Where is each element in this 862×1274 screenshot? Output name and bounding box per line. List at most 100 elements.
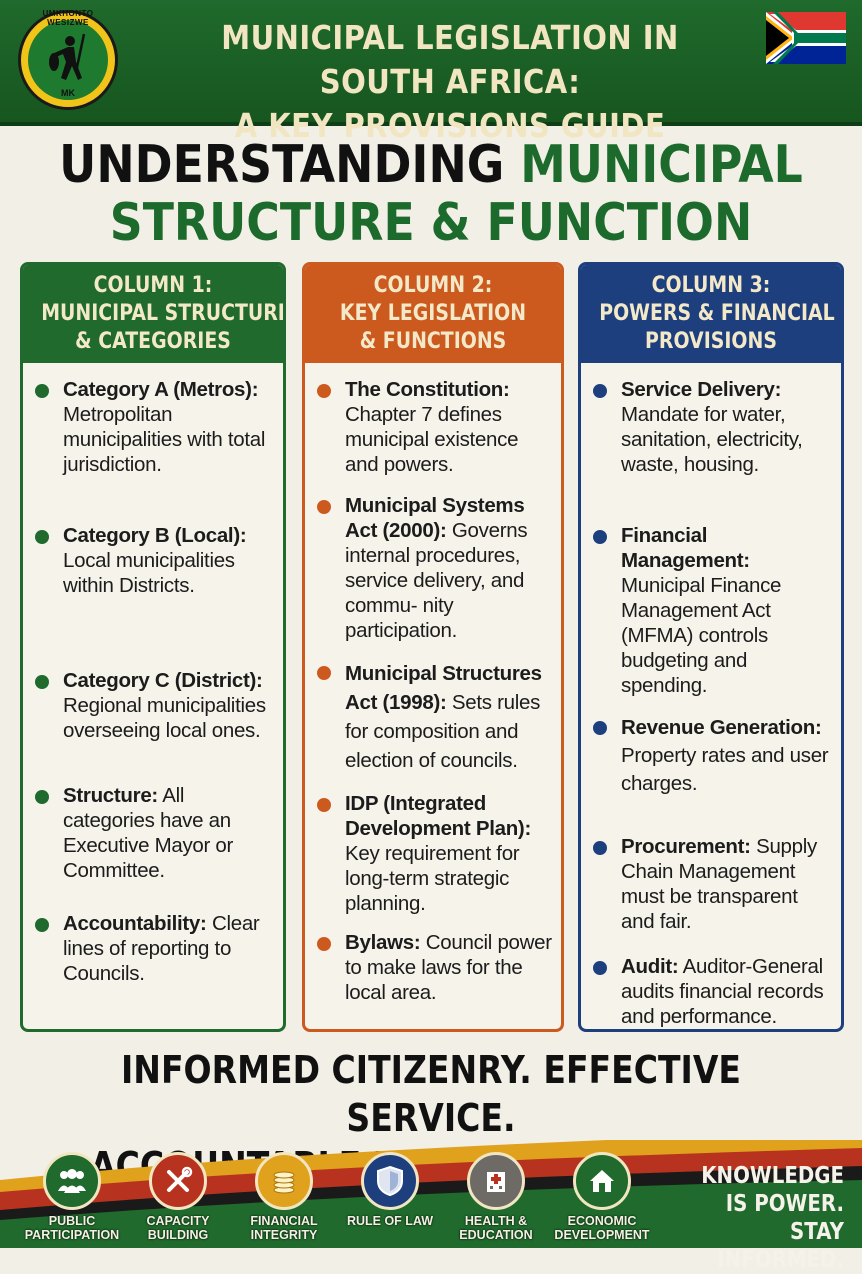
knowledge-line2: IS POWER. [725, 1191, 844, 1217]
list-item: Accountability: Clear lines of reporting… [35, 911, 275, 986]
item-body: Mandate for water, sanitation, electrici… [621, 403, 803, 476]
column-header: COLUMN 3: POWERS & FINANCIAL PROVISIONS [581, 265, 841, 363]
item-body: Auditor-General audits financial records… [621, 955, 824, 1028]
hospital-icon [467, 1152, 525, 1210]
item-heading: Accountability: [63, 912, 207, 935]
item-heading: Structure: [63, 784, 158, 807]
item-body: Sets rules for composition and election … [345, 691, 541, 772]
item-body: Regional municipalities overseeing local… [63, 694, 266, 742]
column-title-line: COLUMN 2: [373, 273, 493, 298]
icon-label-line: INTEGRITY [250, 1228, 318, 1242]
header-banner: UMKHONTO WESIZWE MK MUNICIPAL LEGISLATIO… [0, 0, 862, 145]
icon-label-line: BUILDING [147, 1228, 209, 1242]
item-heading: Revenue Generation: [621, 716, 822, 739]
bullet-icon [35, 918, 49, 932]
list-item: Bylaws: Council power to make laws for t… [317, 930, 553, 1005]
bullet-icon [593, 961, 607, 975]
banner-title-line2: A KEY PROVISIONS GUIDE [234, 106, 666, 145]
bullet-icon [593, 384, 607, 398]
health-education-item: HEALTH &EDUCATION [442, 1152, 550, 1242]
item-body: Municipal Finance Management Act (MFMA) … [621, 574, 782, 697]
logo-bottom-text: MK [61, 88, 75, 98]
bullet-icon [317, 666, 331, 680]
column-title-line: MUNICIPAL STRUCTURE [41, 301, 286, 326]
bullet-icon [317, 500, 331, 514]
list-item: Category A (Metros): Metropolitan munici… [35, 377, 275, 477]
people-icon [43, 1152, 101, 1210]
list-item: Municipal Systems Act (2000): Governs in… [317, 493, 553, 643]
column-municipal-structure: COLUMN 1: MUNICIPAL STRUCTURE & CATEGORI… [20, 262, 286, 1032]
item-body: Chapter 7 defines municipal existence an… [345, 403, 519, 476]
item-body: All categories have an Executive Mayor o… [63, 784, 234, 882]
icon-label-line: PUBLIC [48, 1214, 96, 1228]
column-key-legislation: COLUMN 2: KEY LEGISLATION & FUNCTIONS Th… [302, 262, 564, 1032]
item-body: Governs internal procedures, service del… [345, 519, 528, 642]
column-title-line: KEY LEGISLATION [339, 301, 527, 326]
knowledge-line1: KNOWLEDGE [701, 1163, 844, 1189]
list-item: Category B (Local): Local municipalities… [35, 523, 275, 598]
list-item: Financial Management: Municipal Finance … [593, 523, 833, 698]
icon-label-line: PARTICIPATION [24, 1228, 120, 1242]
item-body: Property rates and user charges. [621, 744, 829, 795]
knowledge-slogan: KNOWLEDGE IS POWER. STAY INFORMED. [654, 1162, 844, 1274]
banner-title: MUNICIPAL LEGISLATION IN SOUTH AFRICA: A… [168, 16, 731, 148]
icon-label-line: DEVELOPMENT [554, 1228, 650, 1242]
item-heading: Financial Management: [621, 524, 750, 572]
item-body: Key requirement for long-term strategic … [345, 842, 520, 915]
bullet-icon [317, 937, 331, 951]
item-heading: Bylaws: [345, 931, 421, 954]
item-heading: Category A (Metros): [63, 378, 259, 401]
item-heading: Category B (Local): [63, 524, 247, 547]
icon-label-line: CAPACITY [146, 1214, 210, 1228]
item-heading: Procurement: [621, 835, 751, 858]
bullet-icon [593, 530, 607, 544]
column-title-line: & FUNCTIONS [359, 329, 507, 354]
item-heading: The Constitution: [345, 378, 510, 401]
heading-green-word: MUNICIPAL [520, 135, 803, 195]
list-item: Category C (District): Regional municipa… [35, 668, 275, 743]
list-item: Municipal Structures Act (1998): Sets ru… [317, 659, 553, 775]
heading-dark-word: UNDERSTANDING [59, 135, 505, 195]
mk-logo: UMKHONTO WESIZWE MK [18, 9, 118, 110]
item-body: Clear lines of reporting to Councils. [63, 912, 260, 985]
tools-icon [149, 1152, 207, 1210]
item-heading: Category C (District): [63, 669, 263, 692]
column-powers-financial: COLUMN 3: POWERS & FINANCIAL PROVISIONS … [578, 262, 844, 1032]
logo-top-text: UMKHONTO WESIZWE [42, 9, 94, 27]
item-heading: Municipal Structures Act (1998): [345, 662, 542, 714]
item-heading: Audit: [621, 955, 679, 978]
rule-of-law-item: RULE OF LAW [336, 1152, 444, 1228]
bullet-icon [593, 841, 607, 855]
heading-line2: STRUCTURE & FUNCTION [109, 193, 753, 253]
bullet-icon [317, 798, 331, 812]
list-item: Procurement: Supply Chain Management mus… [593, 834, 833, 934]
coins-icon [255, 1152, 313, 1210]
item-heading: Service Delivery: [621, 378, 782, 401]
south-africa-flag-icon [766, 12, 846, 64]
footer-band [0, 1140, 862, 1248]
bullet-icon [593, 721, 607, 735]
bullet-icon [35, 384, 49, 398]
item-body: Local municipalities within Districts. [63, 549, 235, 597]
item-body: Metropolitan municipalities with total j… [63, 403, 266, 476]
list-item: Structure: All categories have an Execut… [35, 783, 275, 883]
icon-label-line: RULE OF LAW [346, 1214, 434, 1228]
column-title-line: COLUMN 3: [651, 273, 771, 298]
item-body: Supply Chain Management must be transpar… [621, 835, 817, 933]
column-title-line: PROVISIONS [645, 329, 777, 354]
bullet-icon [35, 530, 49, 544]
icon-label-line: FINANCIAL [250, 1214, 318, 1228]
item-body: Council power to make laws for the local… [345, 931, 552, 1004]
column-title-line: COLUMN 1: [93, 273, 213, 298]
column-title-line: & CATEGORIES [75, 329, 231, 354]
warrior-icon [49, 33, 86, 80]
house-icon [573, 1152, 631, 1210]
main-heading: UNDERSTANDING MUNICIPAL STRUCTURE & FUNC… [0, 136, 862, 252]
shield-icon [361, 1152, 419, 1210]
column-header: COLUMN 1: MUNICIPAL STRUCTURE & CATEGORI… [23, 265, 283, 363]
